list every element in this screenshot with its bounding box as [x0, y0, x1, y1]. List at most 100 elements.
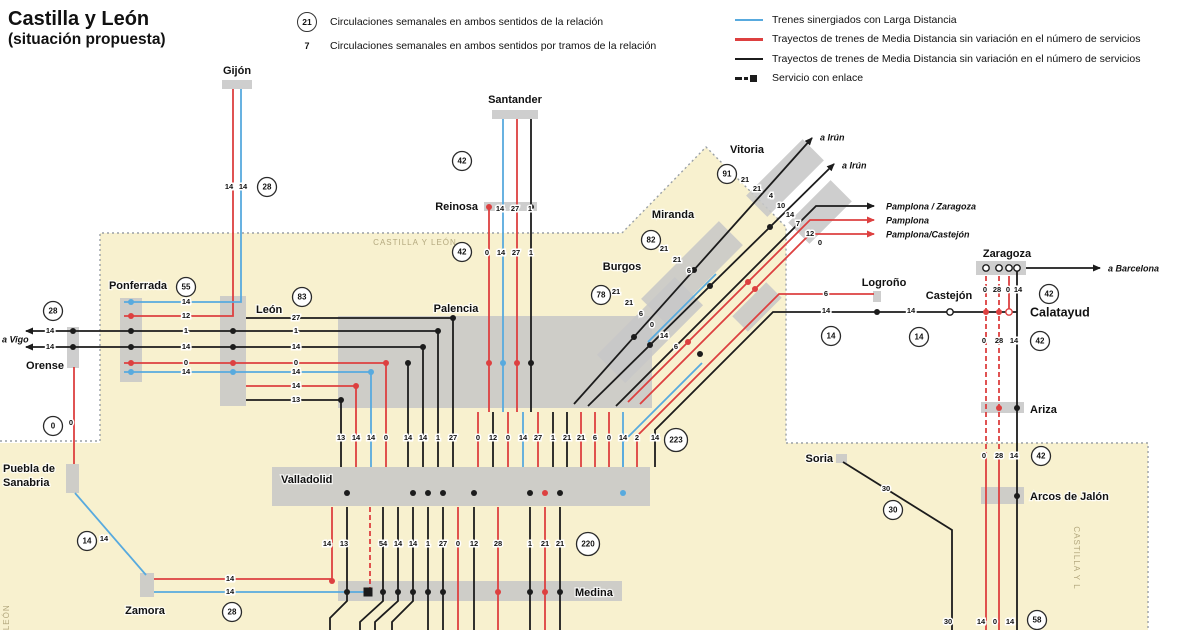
rail-line — [842, 461, 953, 630]
service-count: 28 — [995, 451, 1003, 460]
relation-total-badge — [175, 276, 197, 298]
service-count: 14 — [182, 297, 191, 306]
destination-label: Pamplona — [886, 215, 929, 225]
destination-label: a Barcelona — [1108, 263, 1159, 273]
rail-line — [654, 311, 1017, 467]
destination-label: Pamplona / Zaragoza — [886, 201, 976, 211]
junction-node — [128, 369, 134, 375]
relation-total-badge — [256, 176, 278, 198]
station-node — [1005, 264, 1013, 272]
city-label: Zaragoza — [983, 248, 1032, 260]
black-line-swatch — [735, 57, 763, 60]
junction-node — [383, 360, 389, 366]
service-count: 1 — [551, 433, 555, 442]
junction-node — [405, 360, 411, 366]
service-count: 14 — [352, 433, 361, 442]
service-count: 14 — [367, 433, 376, 442]
junction-node — [425, 490, 431, 496]
junction-node — [874, 309, 880, 315]
service-count: 21 — [673, 255, 681, 264]
station-node — [1005, 308, 1013, 316]
destination-label: a Vigo — [2, 334, 29, 344]
station-bar — [836, 454, 847, 463]
relation-total: 28 — [228, 608, 237, 617]
rail-line — [374, 507, 399, 630]
legend-count-text: Circulaciones semanales en ambos sentido… — [330, 40, 657, 52]
city-label: León — [256, 304, 283, 316]
relation-total: 42 — [458, 248, 467, 257]
rail-line — [124, 89, 234, 317]
station-bar — [338, 581, 622, 601]
city-label: Reinosa — [435, 201, 479, 213]
city-label: Soria — [805, 453, 833, 465]
junction-node — [353, 383, 359, 389]
map-title-line2: (situación propuesta) — [8, 31, 166, 48]
service-count: 28 — [995, 336, 1003, 345]
service-count: 21 — [753, 184, 761, 193]
relation-total: 91 — [723, 170, 732, 179]
junction-node — [486, 360, 492, 366]
service-count: 1 — [528, 539, 532, 548]
service-count: 21 — [612, 287, 620, 296]
rail-line — [359, 507, 384, 630]
relation-total-badge — [42, 415, 64, 437]
junction-node — [557, 490, 563, 496]
junction-node — [128, 360, 134, 366]
city-label: Palencia — [434, 303, 480, 315]
city-label: Sanabria — [3, 477, 50, 489]
station-bar — [732, 282, 782, 332]
junction-node — [495, 589, 501, 595]
legend-line-row: Trayectos de trenes de Media Distancia s… — [735, 49, 1140, 69]
service-count: 6 — [824, 289, 828, 298]
relation-total-badge — [42, 300, 64, 322]
junction-node — [344, 490, 350, 496]
junction-node — [620, 490, 626, 496]
relation-total: 14 — [915, 333, 924, 342]
junction-node — [230, 369, 236, 375]
service-count: 0 — [650, 320, 654, 329]
rail-line — [329, 507, 348, 630]
service-count: 12 — [182, 311, 190, 320]
relation-total: 78 — [597, 291, 606, 300]
city-label: Orense — [26, 360, 64, 372]
relation-total-badge — [451, 150, 473, 172]
service-count: 21 — [625, 298, 633, 307]
service-count: 21 — [541, 539, 549, 548]
service-count: 30 — [882, 484, 890, 493]
service-count: 28 — [993, 285, 1001, 294]
service-count: 14 — [226, 587, 235, 596]
junction-node — [230, 344, 236, 350]
legend-count-row: 7 Circulaciones semanales en ambos senti… — [292, 40, 656, 52]
relation-total-badge — [451, 241, 473, 263]
city-label: Logroño — [862, 277, 907, 289]
station-bar — [746, 139, 824, 217]
service-count: 14 — [419, 433, 428, 442]
relation-total-badge — [1038, 283, 1060, 305]
city-label: Miranda — [652, 209, 695, 221]
service-count: 0 — [456, 539, 460, 548]
city-label: Ariza — [1030, 404, 1058, 416]
relation-total: 14 — [827, 332, 836, 341]
service-count: 2 — [635, 433, 639, 442]
city-label: Medina — [575, 587, 614, 599]
service-count: 14 — [619, 433, 628, 442]
relation-total-badge — [820, 325, 842, 347]
rail-line — [622, 362, 703, 467]
city-label: Gijón — [223, 65, 251, 77]
city-label: Vitoria — [730, 144, 765, 156]
legend-line-row: Trenes sinergiados con Larga Distancia — [735, 10, 1140, 30]
service-count: 1 — [528, 204, 532, 213]
junction-node — [440, 490, 446, 496]
legend-count-text: Circulaciones semanales en ambos sentido… — [330, 16, 604, 28]
station-bar — [981, 402, 1024, 413]
service-count: 0 — [476, 433, 480, 442]
region-boundary — [786, 442, 1149, 630]
junction-node — [380, 589, 386, 595]
junction-node — [983, 309, 989, 315]
relation-total: 42 — [1036, 337, 1045, 346]
junction-node — [1014, 493, 1020, 499]
city-label: Burgos — [603, 261, 642, 273]
junction-node — [542, 490, 548, 496]
service-count: 14 — [323, 539, 332, 548]
